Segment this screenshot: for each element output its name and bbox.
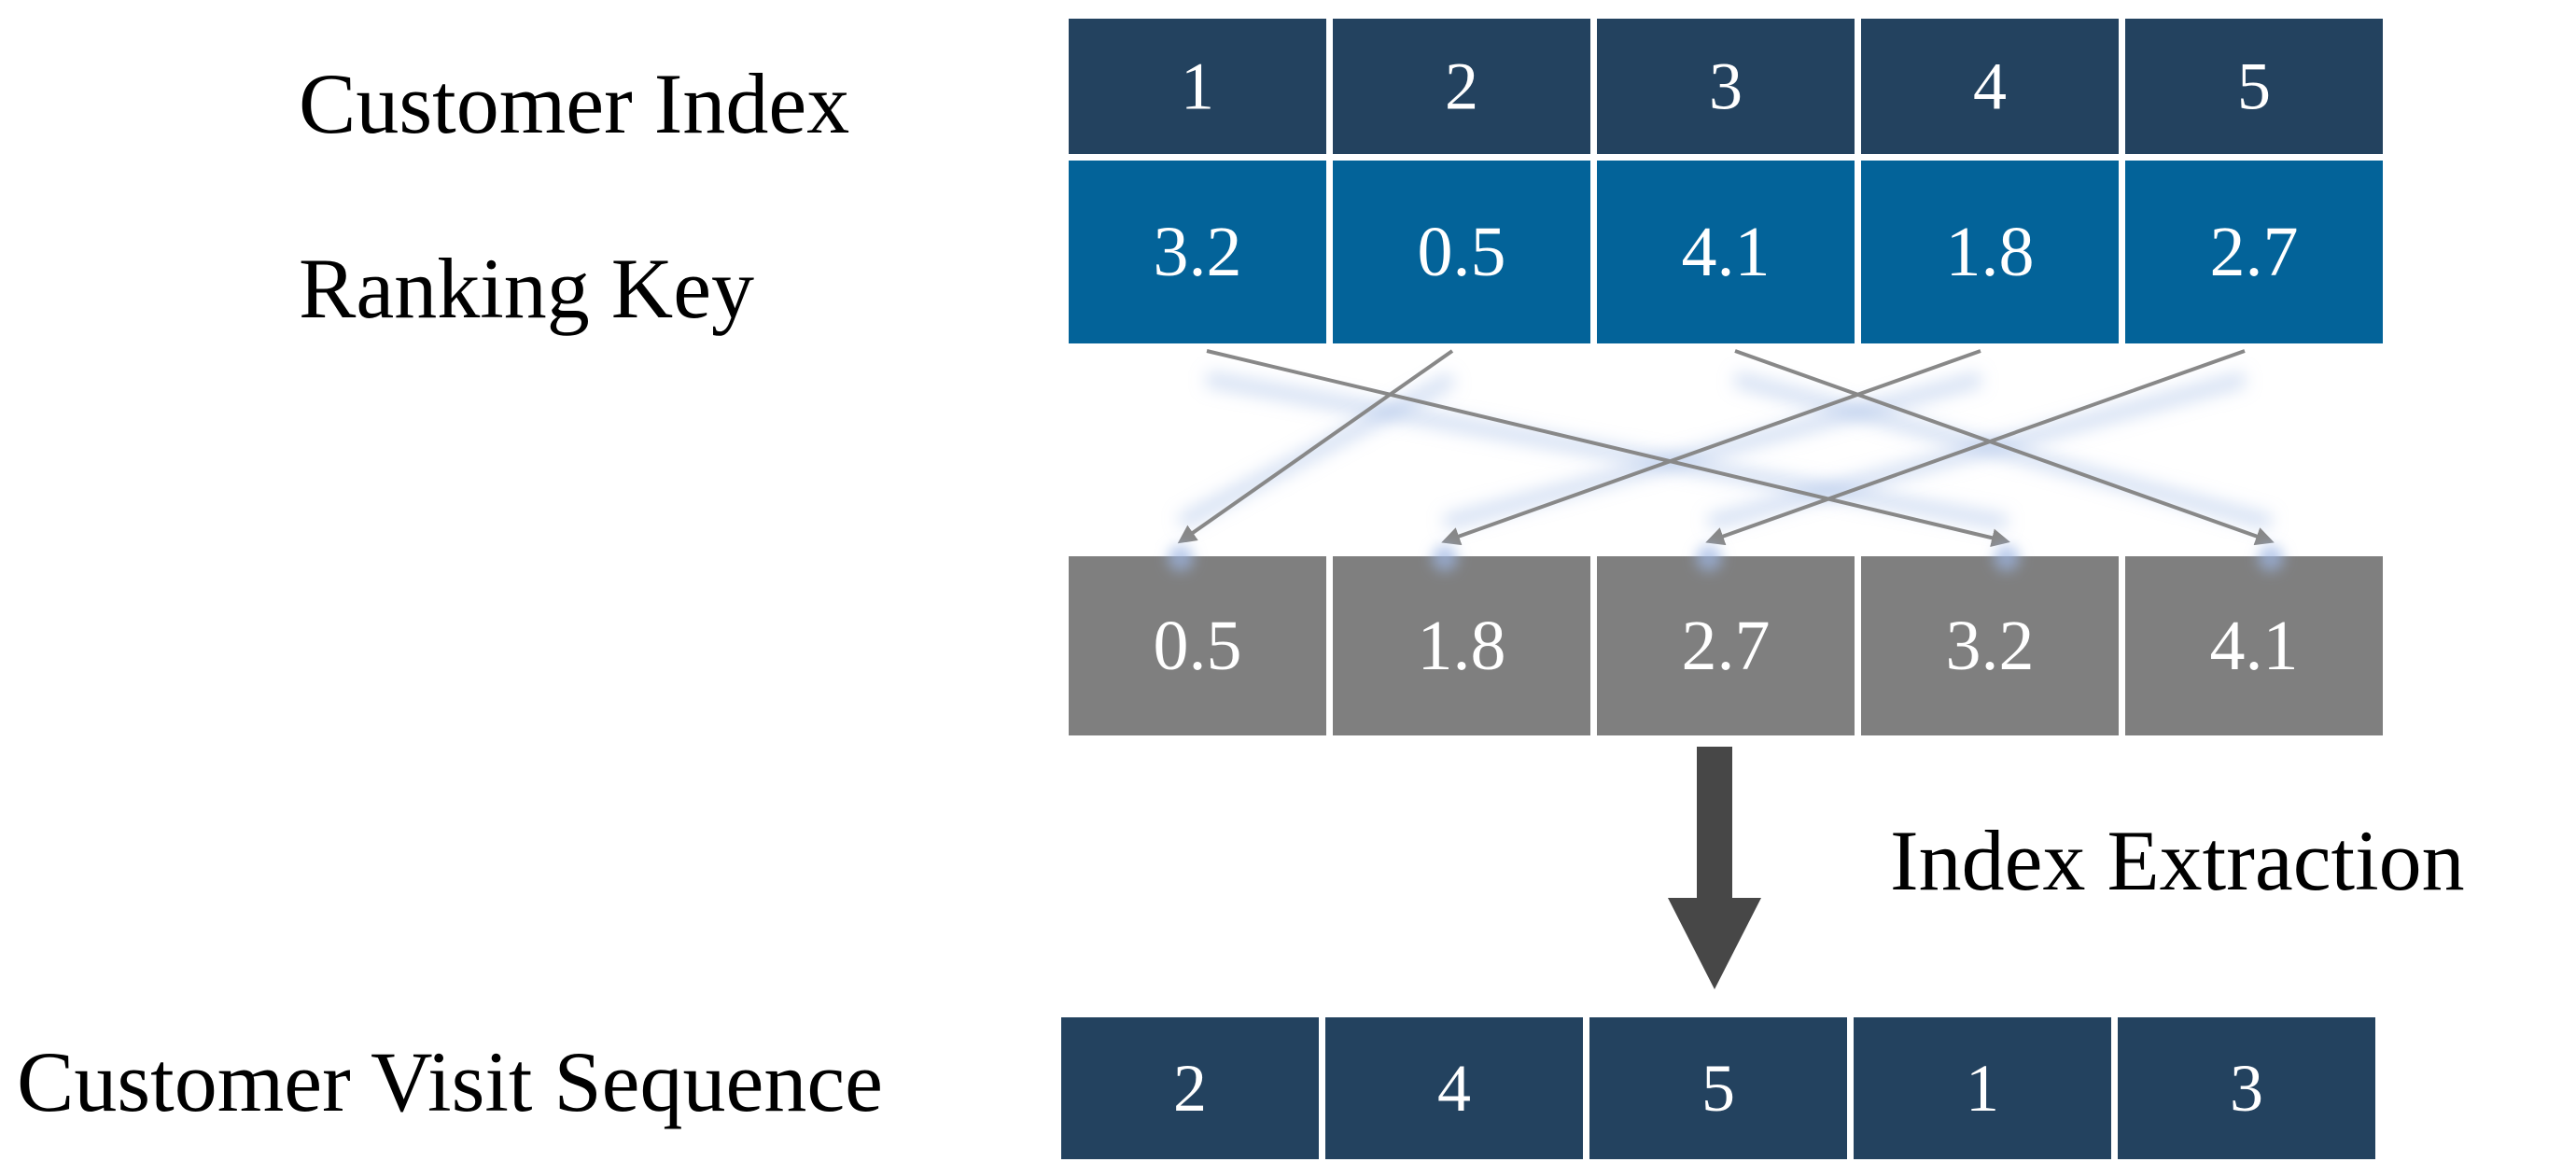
visit-sequence-cell-value: 3 [2230,1051,2263,1126]
sorted-key-cell-value: 2.7 [1682,607,1771,685]
customer-index-label: Customer Index [299,56,849,151]
connector-glow [1177,371,2274,530]
ranking-key-cell [1861,161,2119,343]
customer-index-cell-value: 2 [1445,49,1478,124]
customer-index-cell-value: 1 [1181,49,1214,124]
connector-glow-line [1177,371,1456,530]
visit-sequence-cell-value: 5 [1701,1051,1735,1126]
ranking-key-cell [2125,161,2383,343]
arrow-target-glow [1994,545,2020,571]
connector-glow-line [1205,371,2009,530]
connector-arrow [1705,349,2246,546]
connector-glow-line [1442,371,1983,530]
visit-sequence-cell [1325,1017,1583,1159]
arrow-target-glow [1432,545,1458,571]
extraction-arrow-icon [1668,747,1761,989]
sort-connectors [1177,349,2275,548]
customer-index-cell-value: 5 [2237,49,2271,124]
connector-arrow [1441,349,1981,546]
ranking-key-cell [1069,161,1326,343]
visit-sequence-cell [1589,1017,1847,1159]
sorted-key-cell [1861,556,2119,735]
sorted-key-cell-value: 1.8 [1418,607,1506,685]
ranking-key-row: 3.2 0.5 4.1 1.8 2.7 [1069,161,2383,343]
customer-index-cell-value: 4 [1973,49,2007,124]
customer-index-cell [2125,19,2383,154]
sorted-key-cell [1069,556,1326,735]
arrow-target-glow [2258,545,2284,571]
customer-index-cell-value: 3 [1709,49,1743,124]
ranking-key-cell-value: 4.1 [1682,213,1771,291]
ranking-key-cell-value: 1.8 [1946,213,2035,291]
sorted-key-cell [1597,556,1855,735]
connector-arrow [1177,349,1454,544]
visit-sequence-cell [1854,1017,2111,1159]
connector-glow-line [1706,371,2247,530]
visit-sequence-cell-value: 1 [1966,1051,1999,1126]
visit-sequence-cell-value: 2 [1173,1051,1207,1126]
sorted-key-cell-value: 4.1 [2210,607,2299,685]
visit-sequence-cell [2118,1017,2375,1159]
sorted-keys-row: 0.5 1.8 2.7 3.2 4.1 [1069,556,2383,735]
customer-index-row: 1 2 3 4 5 [1069,19,2383,154]
sorted-key-cell-value: 3.2 [1946,607,2035,685]
arrow-target-glows [1168,545,2284,571]
visit-sequence-cell [1061,1017,1319,1159]
ranking-key-cell [1597,161,1855,343]
sorted-key-cell [2125,556,2383,735]
ranking-key-cell-value: 2.7 [2210,213,2299,291]
customer-index-cell [1069,19,1326,154]
customer-index-cell [1333,19,1590,154]
connector-arrow [1734,349,2275,546]
ranking-key-cell [1333,161,1590,343]
ranking-key-cell-value: 0.5 [1418,213,1506,291]
ranking-key-cell-value: 3.2 [1154,213,1242,291]
arrow-target-glow [1168,545,1194,571]
connector-arrow [1206,349,2010,548]
index-extraction-label: Index Extraction [1890,813,2465,908]
customer-index-cell [1861,19,2119,154]
customer-index-cell [1597,19,1855,154]
sorted-key-cell-value: 0.5 [1154,607,1242,685]
visit-sequence-label: Customer Visit Sequence [17,1034,883,1129]
visit-sequence-cell-value: 4 [1437,1051,1471,1126]
ranking-key-label: Ranking Key [299,241,754,336]
arrow-target-glow [1696,545,1722,571]
sorted-key-cell [1333,556,1590,735]
visit-sequence-row: 2 4 5 1 3 [1061,1017,2375,1159]
